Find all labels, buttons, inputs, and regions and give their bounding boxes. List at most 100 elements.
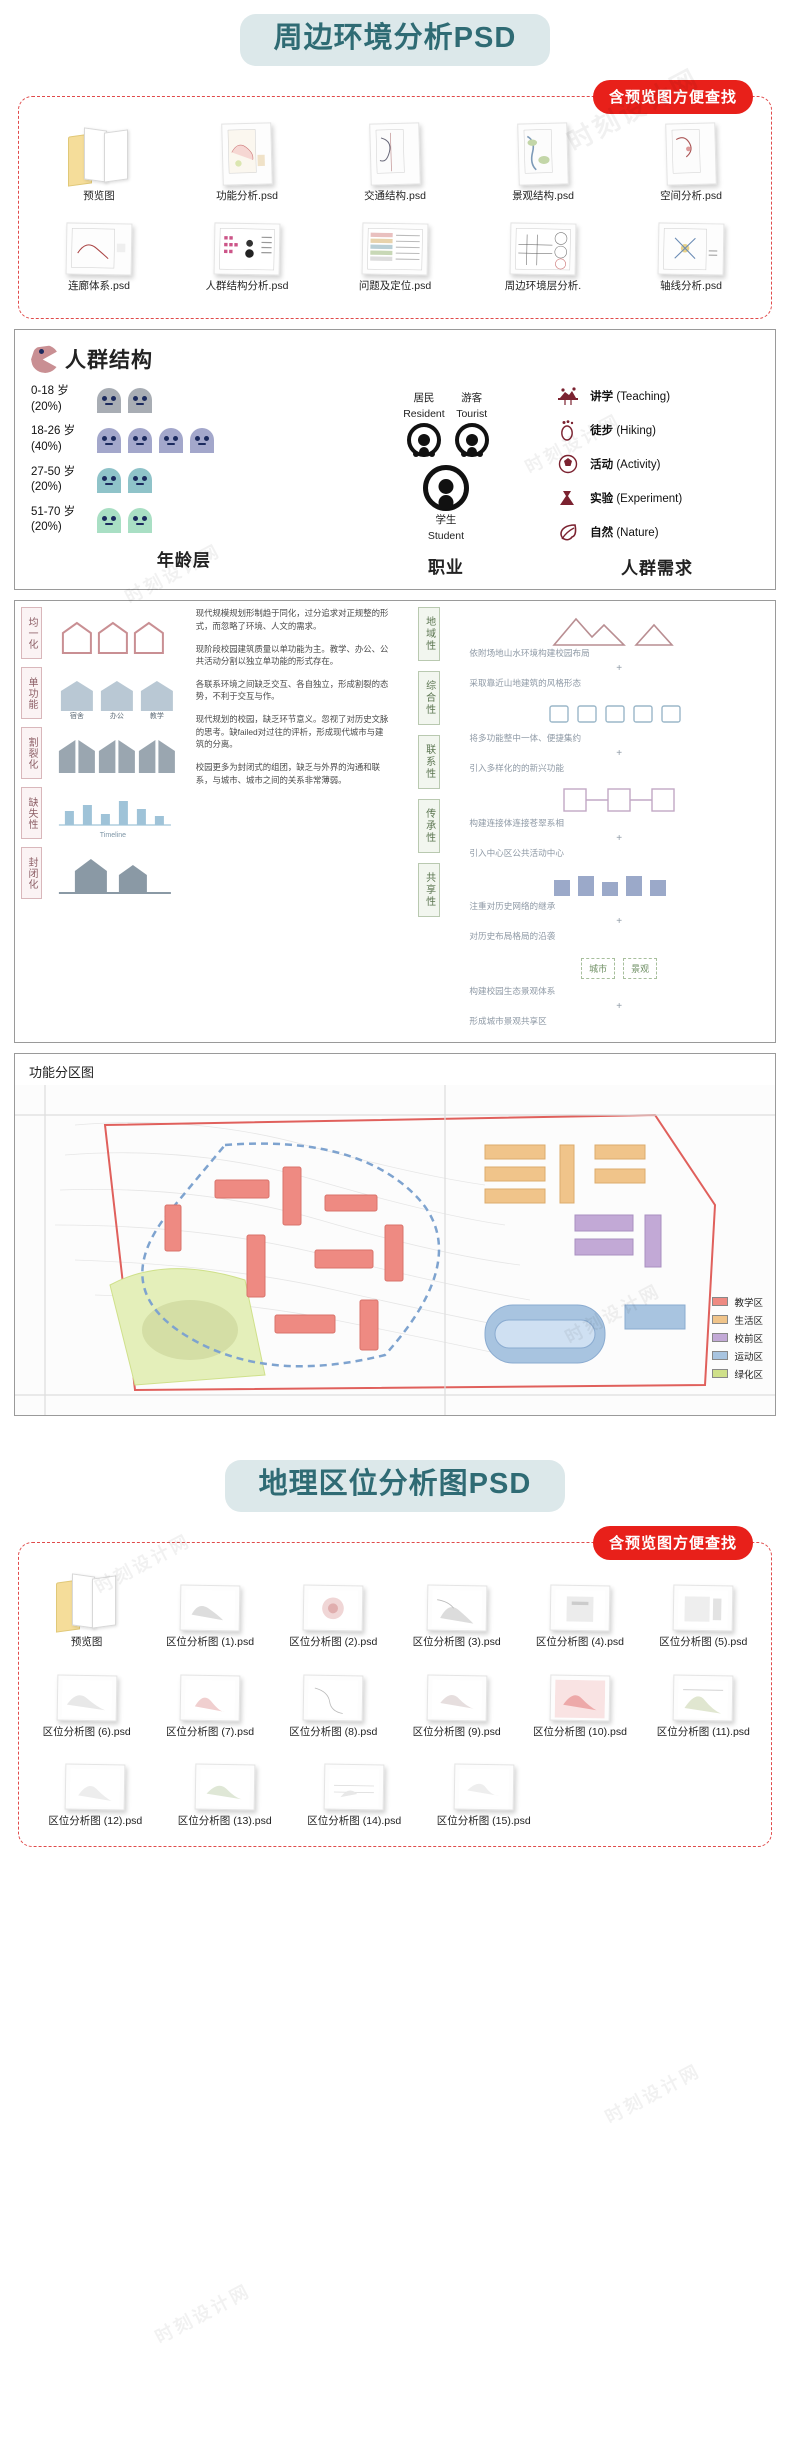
file-cell[interactable]: 区位分析图 (13).psd: [166, 1748, 284, 1828]
footprint-icon: [555, 418, 581, 442]
legend-row: 生活区: [712, 1313, 763, 1327]
age-row: 0-18 岁 (20%): [31, 384, 337, 415]
map-title: 功能分区图: [29, 1064, 95, 1080]
file-row: 预览图 功能分析.psd 交通结构.psd 景观结构.psd: [25, 122, 765, 203]
need-en: (Experiment): [616, 493, 683, 506]
file-cell[interactable]: 区位分析图 (12).psd: [36, 1748, 154, 1828]
file-cell[interactable]: 预览图: [27, 1569, 145, 1649]
file-cell[interactable]: 轴线分析.psd: [621, 213, 762, 293]
file-cell[interactable]: 周边环境层分析.: [473, 213, 614, 293]
response-block: 构建连接体连接苍翠系相 + 引入中心区公共活动中心: [469, 783, 769, 859]
need-cn: 活动: [590, 459, 614, 472]
needs-column: 讲学 (Teaching) 徒步 (Hiking) 活动 (Activity): [555, 384, 759, 579]
plus-symbol: +: [616, 915, 623, 927]
timeline-icon: Timeline: [46, 787, 184, 839]
psd-thumb-icon: [177, 122, 318, 186]
attribute-tag-column: 地域性 综合性 联系性 传承性 共享性: [395, 601, 463, 1042]
age-column: 0-18 岁 (20%) 18-26 岁 (40%): [31, 384, 337, 579]
file-label: 区位分析图 (7).psd: [165, 1725, 255, 1738]
file-label: 区位分析图 (5).psd: [659, 1636, 748, 1649]
file-label: 连廊体系.psd: [68, 279, 130, 292]
legend-label: 校前区: [734, 1333, 763, 1345]
file-row: 区位分析图 (6).psd 区位分析图 (7).psd 区位分析图 (8).ps…: [25, 1659, 765, 1739]
single-function-icon: 宿舍办公教学: [46, 667, 184, 719]
response-line: 对历史布局格局的沿袭: [469, 930, 556, 941]
strategy-card: 均一化 单功能 宿舍办公教学 割裂化: [14, 600, 776, 1043]
file-cell[interactable]: 区位分析图 (7).psd: [151, 1659, 269, 1739]
response-block: 将多功能整中一体、便捷集约 + 引入多样化的的新兴功能: [469, 698, 769, 774]
job-resident: 居民 Resident: [403, 392, 445, 457]
job-tourist: 游客 Tourist: [454, 392, 489, 457]
file-cell[interactable]: 区位分析图 (4).psd: [521, 1569, 639, 1649]
legend-row: 绿化区: [712, 1367, 763, 1381]
legend-row: 教学区: [712, 1295, 763, 1309]
attribute-tag: 地域性: [418, 607, 441, 662]
heritage-icon: [469, 868, 769, 900]
mountain-icon: [469, 607, 769, 647]
file-cell[interactable]: 区位分析图 (3).psd: [397, 1569, 515, 1649]
age-percent: (40%): [31, 440, 62, 453]
psd-thumb-icon: [397, 1659, 515, 1722]
problem-item: 单功能 宿舍办公教学: [21, 667, 184, 720]
file-cell[interactable]: 区位分析图 (11).psd: [644, 1659, 762, 1739]
age-percent: (20%): [31, 521, 62, 534]
file-cell[interactable]: 区位分析图 (10).psd: [521, 1659, 639, 1739]
file-cell[interactable]: 空间分析.psd: [621, 122, 762, 203]
job-label-en: Resident: [403, 407, 445, 420]
file-label: 区位分析图 (15).psd: [436, 1815, 531, 1828]
problem-column: 均一化 单功能 宿舍办公教学 割裂化: [15, 601, 190, 1042]
psd-thumb-icon: [166, 1748, 284, 1811]
banner-title: 周边环境分析PSD: [239, 14, 551, 67]
ghost-icon: [97, 427, 121, 453]
need-en: (Hiking): [616, 425, 656, 438]
files-panel-geo: 含预览图方便查找 预览图 区位分析图 (1).psd 区位分析图 (2).psd: [18, 1526, 772, 1847]
watermark: 时刻设计网: [601, 2060, 705, 2128]
files-panel-surrounding: 含预览图方便查找 预览图 功能分析.psd 交通结构.psd: [18, 80, 772, 320]
map-canvas[interactable]: 教学区 生活区 校前区 运动区 绿化区: [15, 1084, 775, 1415]
ghost-icon: [97, 387, 121, 413]
file-cell[interactable]: 区位分析图 (6).psd: [27, 1659, 145, 1739]
file-label: 区位分析图 (3).psd: [412, 1636, 501, 1649]
file-cell[interactable]: 人群结构分析.psd: [177, 213, 318, 293]
psd-thumb-icon: [177, 213, 318, 276]
file-cell[interactable]: 区位分析图 (5).psd: [644, 1569, 762, 1649]
crowd-header: 人群结构: [31, 344, 759, 374]
crowd-title: 人群结构: [65, 349, 153, 373]
response-line: 依附场地山水环境构建校园布局: [469, 648, 590, 659]
section-banner-geo: 地理区位分析图PSD: [0, 1426, 790, 1528]
file-cell[interactable]: 交通结构.psd: [325, 122, 466, 203]
uniform-buildings-icon: [46, 607, 184, 659]
file-cell[interactable]: 问题及定位.psd: [325, 213, 466, 293]
need-en: (Nature): [616, 527, 659, 540]
file-cell[interactable]: 区位分析图 (1).psd: [151, 1569, 269, 1649]
file-cell[interactable]: 景观结构.psd: [473, 122, 614, 203]
legend-row: 校前区: [712, 1331, 763, 1345]
teaching-icon: [555, 384, 581, 408]
file-cell[interactable]: 区位分析图 (8).psd: [274, 1659, 392, 1739]
file-cell[interactable]: 预览图: [29, 123, 170, 203]
need-row: 讲学 (Teaching): [555, 384, 759, 408]
age-row: 27-50 岁 (20%): [31, 465, 337, 496]
legend-label: 绿化区: [734, 1369, 763, 1381]
psd-thumb-icon: [473, 122, 614, 186]
file-label: 区位分析图 (8).psd: [289, 1725, 378, 1738]
psd-thumb-icon: [295, 1748, 413, 1811]
file-label: 区位分析图 (9).psd: [412, 1725, 501, 1738]
file-cell[interactable]: 连廊体系.psd: [29, 213, 170, 293]
psd-thumb-icon: [397, 1569, 515, 1632]
crowd-structure-card: 人群结构 0-18 岁 (20%): [14, 329, 776, 591]
file-label: 区位分析图 (2).psd: [289, 1636, 378, 1649]
file-cell[interactable]: 功能分析.psd: [177, 122, 318, 203]
file-cell[interactable]: 区位分析图 (2).psd: [274, 1569, 392, 1649]
attribute-tag: 传承性: [418, 799, 441, 854]
file-cell[interactable]: 区位分析图 (9).psd: [397, 1659, 515, 1739]
need-cn: 讲学: [590, 391, 614, 404]
age-percent: (20%): [31, 481, 62, 494]
file-cell[interactable]: 区位分析图 (15).psd: [425, 1748, 543, 1828]
file-cell[interactable]: 区位分析图 (14).psd: [295, 1748, 413, 1828]
job-label-en: Student: [427, 529, 465, 542]
response-column: 依附场地山水环境构建校园布局 + 采取靠近山地建筑的风格形态 将多功能整中一体、…: [463, 601, 775, 1042]
file-label: 人群结构分析.psd: [205, 279, 289, 292]
psd-thumb-icon: [151, 1569, 269, 1632]
folder-icon: [29, 123, 170, 187]
